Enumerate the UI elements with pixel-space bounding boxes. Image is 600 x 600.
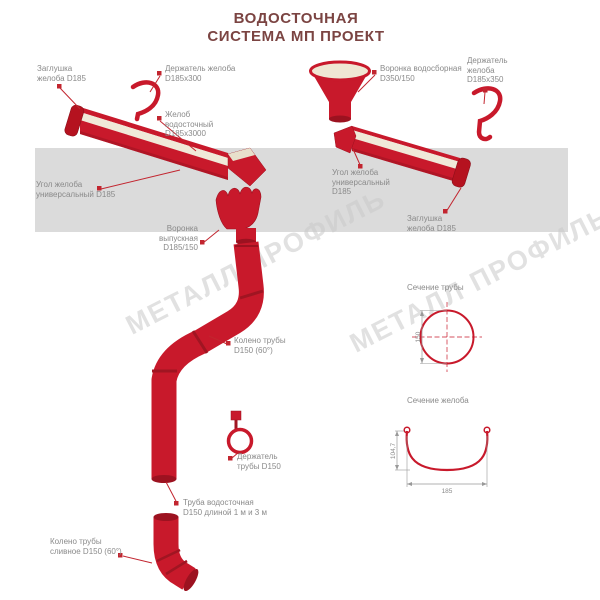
gutter-right [333,125,471,188]
gutter-end-cap-right [451,157,471,188]
label-drain-elbow: Колено трубы сливное D150 (60°) [50,537,122,556]
pipe-cross-section: 150 [412,302,482,372]
label-gutter-hook-350: Держатель желоба D185х350 [467,56,508,84]
label-pipe-elbow: Колено трубы D150 (60°) [234,336,286,355]
pipe-diameter-dimension: 150 [415,331,422,342]
gutter-corner-right [333,125,357,154]
pipe-clamp [226,410,254,455]
gutter-section-title: Сечение желоба [407,396,469,405]
pipe-section-title: Сечение трубы [407,283,464,292]
gutter-end-cap-left [64,104,85,137]
drain-elbow [153,513,199,592]
label-gutter-corner-right: Угол желоба универсальный D185 [332,168,390,196]
gutter-hook-right [471,86,503,142]
gutter-left [64,104,267,187]
page-title: ВОДОСТОЧНАЯ СИСТЕМА МП ПРОЕКТ [207,10,385,45]
gutter-cross-section: 185 104,7 [390,426,491,495]
gutter-corner-left [227,147,267,187]
label-gutter-end-cap-right: Заглушка желоба D185 [407,214,456,233]
leader-lines [59,74,486,564]
outlet-funnel [215,186,262,246]
collector-funnel [309,60,371,123]
label-collector-funnel: Воронка водосборная D350/150 [380,64,462,83]
roof-band [35,148,568,232]
label-downpipe: Труба водосточная D150 длиной 1 м и 3 м [183,498,267,517]
gutter-width-dimension: 185 [442,488,453,495]
label-gutter-corner-left: Угол желоба универсальный D185 [36,180,116,199]
label-outlet-funnel: Воронка выпускная D185/150 [159,224,198,252]
label-gutter-end-cap-left: Заглушка желоба D185 [37,64,86,83]
label-pipe-clamp: Держатель трубы D150 [237,452,281,471]
gutter-hook-left [130,80,161,122]
downpipe [151,241,264,483]
leader-markers [57,70,488,558]
gutter-height-dimension: 104,7 [390,442,397,459]
label-gutter: Желоб водосточный D185х3000 [165,110,214,138]
label-gutter-hook-300: Держатель желоба D185х300 [165,64,236,83]
